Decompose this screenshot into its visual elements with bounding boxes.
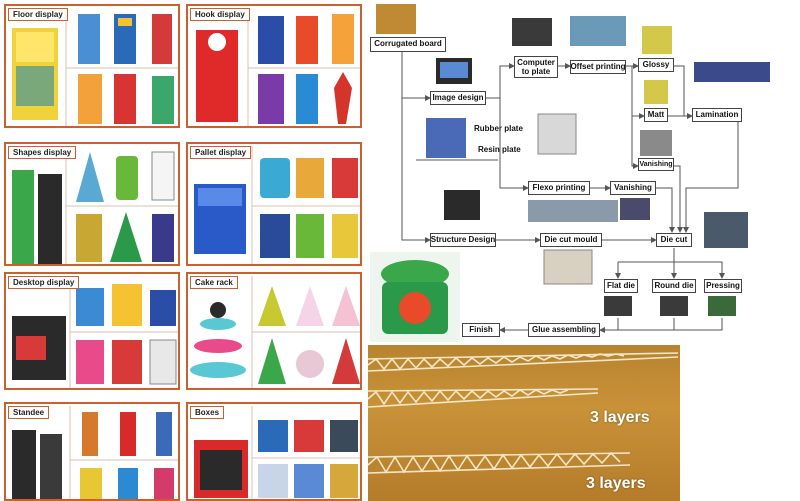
layer-label-top: 3 layers bbox=[590, 409, 650, 426]
cad-computer-image bbox=[444, 190, 480, 220]
offset-press-image bbox=[570, 16, 626, 46]
matt-roll-image bbox=[644, 80, 668, 104]
node-offset-printing: Offset printing bbox=[570, 60, 626, 74]
node-resin-plate: Resin plate bbox=[478, 145, 521, 154]
pallet-display-products bbox=[194, 146, 360, 264]
standee-products bbox=[12, 406, 178, 499]
panel-shapes-display: Shapes display bbox=[4, 142, 180, 266]
die-mould-image bbox=[543, 249, 593, 285]
panel-pallet-display: Pallet display bbox=[186, 142, 362, 266]
glossy-roll-image bbox=[642, 26, 672, 54]
node-flexo-printing: Flexo printing bbox=[528, 181, 590, 195]
panel-title: Floor display bbox=[8, 8, 68, 21]
round-die-image bbox=[660, 296, 688, 316]
desktop-display-products bbox=[12, 276, 178, 388]
production-flowchart: Corrugated board Image design Computer t… bbox=[368, 0, 800, 345]
panel-cake-rack: Cake rack bbox=[186, 272, 362, 390]
panel-desktop-display: Desktop display bbox=[4, 272, 180, 390]
panel-title: Shapes display bbox=[8, 146, 77, 159]
node-rubber-plate: Rubber plate bbox=[474, 124, 523, 133]
corrugated-layers-photo: 3 layers 3 layers bbox=[368, 345, 680, 501]
panel-title: Cake rack bbox=[190, 276, 238, 289]
node-finish: Finish bbox=[462, 323, 500, 337]
node-computer-to-plate: Computer to plate bbox=[514, 56, 558, 79]
shapes-display-products bbox=[12, 146, 178, 264]
corrugated-board-photo bbox=[376, 4, 416, 34]
node-glossy: Glossy bbox=[638, 58, 674, 72]
node-glue-assembling: Glue assembling bbox=[528, 323, 600, 337]
flow-connectors bbox=[376, 4, 770, 333]
node-vanishing-coating: Vanishing bbox=[638, 158, 674, 171]
panel-title: Boxes bbox=[190, 406, 225, 419]
floor-display-products bbox=[12, 8, 178, 126]
node-matt: Matt bbox=[644, 108, 668, 122]
flexo-press-image bbox=[528, 200, 618, 222]
finished-box-photo bbox=[370, 252, 460, 342]
boxes-products bbox=[194, 406, 360, 499]
node-corrugated-board: Corrugated board bbox=[370, 37, 446, 52]
panel-boxes: Boxes bbox=[186, 402, 362, 501]
panel-floor-display: Floor display bbox=[4, 4, 180, 128]
panel-title: Pallet display bbox=[190, 146, 252, 159]
layer-label-bottom: 3 layers bbox=[586, 475, 646, 492]
flat-die-image bbox=[604, 296, 632, 316]
laser-engraver-image bbox=[426, 118, 466, 158]
node-die-cut-mould: Die cut mould bbox=[540, 233, 602, 247]
panel-title: Standee bbox=[8, 406, 50, 419]
node-lamination: Lamination bbox=[692, 108, 742, 122]
node-pressing: Pressing bbox=[704, 279, 742, 293]
laminator-image bbox=[694, 62, 770, 82]
panel-hook-display: Hook display bbox=[186, 4, 362, 128]
node-flat-die: Flat die bbox=[604, 279, 638, 293]
vanishing-machine-image bbox=[640, 130, 672, 156]
hook-display-products bbox=[196, 8, 360, 126]
node-structure-design: Structure Design bbox=[430, 233, 496, 247]
pressing-image bbox=[708, 296, 736, 316]
resin-plate-machine-image bbox=[537, 113, 577, 155]
die-cut-machine-image bbox=[704, 212, 748, 248]
panel-title: Desktop display bbox=[8, 276, 80, 289]
cake-rack-products bbox=[190, 276, 360, 388]
panel-title: Hook display bbox=[190, 8, 250, 21]
plate-machine-image bbox=[512, 18, 552, 46]
node-vanishing-flexo: Vanishing bbox=[610, 181, 656, 195]
node-die-cut: Die cut bbox=[656, 233, 692, 247]
panel-standee: Standee bbox=[4, 402, 180, 501]
node-round-die: Round die bbox=[652, 279, 696, 293]
corrugated-cross-section bbox=[368, 352, 679, 474]
flexo-vanishing-image bbox=[620, 198, 650, 220]
node-image-design: Image design bbox=[430, 91, 486, 105]
